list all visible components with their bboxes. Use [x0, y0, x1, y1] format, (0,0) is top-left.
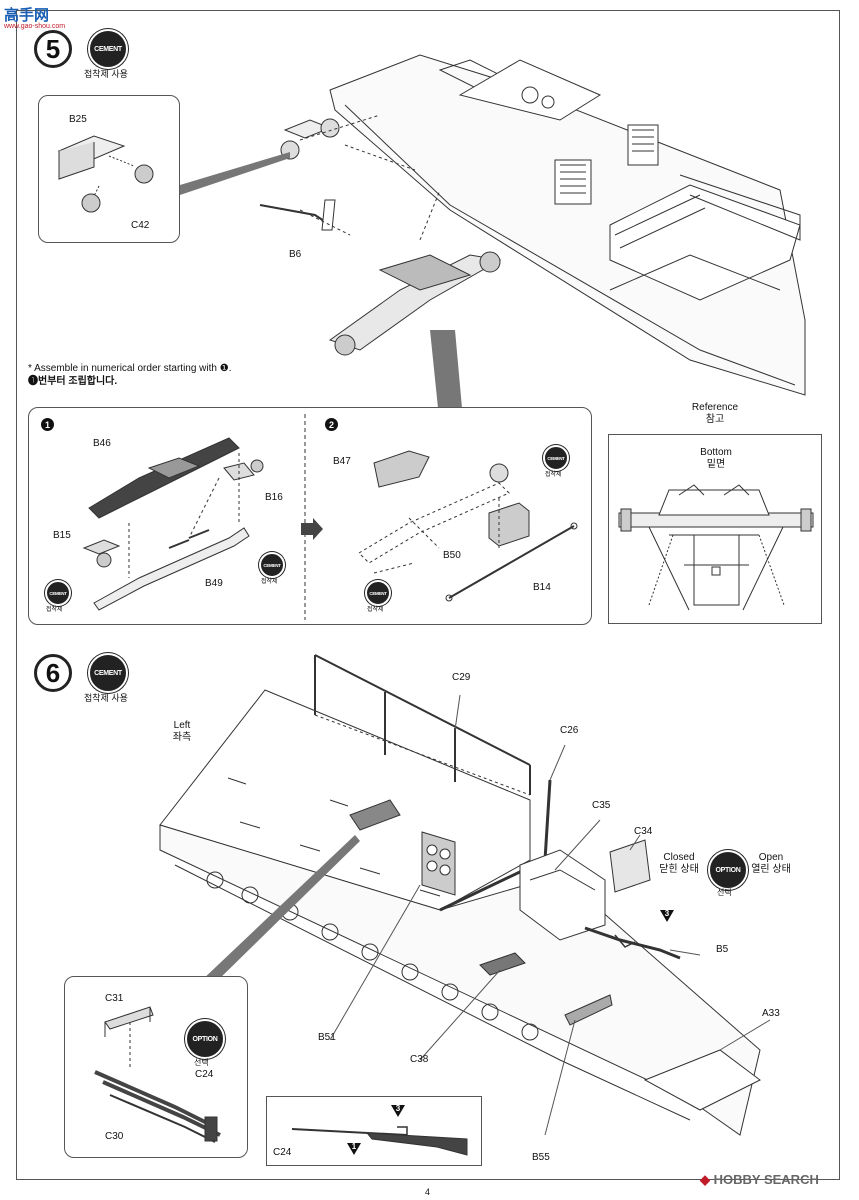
tri1-icon	[347, 1143, 361, 1155]
reference-sub-en: Bottom	[700, 447, 732, 458]
step-arrow-icon	[660, 910, 674, 922]
label-c35: C35	[592, 800, 611, 811]
cement-badge: CEMENT	[88, 29, 128, 69]
reference-box: Bottom 밑면	[608, 434, 822, 624]
left-side-label: Left 좌측	[160, 720, 204, 744]
sub1-number: 1	[41, 418, 54, 431]
rifle-illustration	[291, 1126, 468, 1156]
label-c30: C30	[105, 1131, 124, 1142]
cement-badge: CEMENT	[365, 580, 391, 606]
label-b51: B51	[318, 1032, 336, 1043]
rifle-box: C24 3 1	[266, 1096, 482, 1166]
reference-title: Reference 참고	[660, 402, 770, 426]
label-b47: B47	[333, 456, 351, 467]
label-c29: C29	[452, 672, 471, 683]
left-side-en: Left	[173, 720, 191, 731]
label-c38: C38	[410, 1054, 429, 1065]
cement-ko-label: 접착제	[367, 607, 384, 613]
tri3-number: 3	[395, 1104, 401, 1113]
label-c26: C26	[560, 725, 579, 736]
watermark-bottom-brand: HOBBY SEARCH	[713, 1172, 819, 1187]
step5-detail-box: B25 C42	[38, 95, 180, 243]
leaf-spring-illustration	[82, 414, 578, 620]
label-b5: B5	[716, 944, 729, 955]
option-ko-label: 선택	[717, 888, 732, 897]
cement-badge: CEMENT	[88, 653, 128, 693]
label-c24: C24	[195, 1069, 214, 1080]
watermark-top: 高手网 www.gao-shou.com	[4, 4, 65, 30]
page-border	[16, 10, 840, 1180]
open-en: Open	[758, 852, 784, 863]
step-6-number: 6	[34, 654, 72, 692]
page-number: 4	[425, 1187, 431, 1197]
watermark-brand: 高手网	[4, 7, 50, 24]
step5-subassembly-panel: 1 B46 B16 B15 B49 CEMENT 접착제 CEMENT 접착제 …	[28, 407, 592, 625]
option-badge: OPTION	[185, 1019, 225, 1059]
step-5-cement-note: 접착제 사용	[84, 69, 128, 79]
watermark-bottom: ◆ HOBBY SEARCH	[700, 1172, 819, 1188]
rifle-rack-illustration	[94, 1006, 221, 1143]
label-b50: B50	[443, 550, 461, 561]
cement-badge: CEMENT	[543, 445, 569, 471]
cement-ko-label: 접착제	[261, 579, 278, 585]
step-6-cement-note: 접착제 사용	[84, 693, 128, 703]
watermark-url: www.gao-shou.com	[4, 23, 66, 30]
closed-ko: 닫힌 상태	[659, 864, 699, 875]
label-c34: C34	[634, 826, 653, 837]
reference-title-en: Reference	[691, 402, 739, 413]
closed-label: Closed 닫힌 상태	[654, 852, 704, 876]
label-c42: C42	[131, 220, 150, 231]
tri1-number: 1	[351, 1142, 357, 1151]
step6-detail-box: C31 OPTION 선택 C24 C30	[64, 976, 248, 1158]
cement-ko-label: 접착제	[46, 607, 63, 613]
label-b49: B49	[205, 578, 223, 589]
left-side-ko: 좌측	[172, 732, 192, 743]
step-arrow-number: 3	[664, 909, 670, 918]
open-label: Open 열린 상태	[744, 852, 798, 876]
label-b14: B14	[533, 582, 551, 593]
label-b15: B15	[53, 530, 71, 541]
cement-badge: CEMENT	[45, 580, 71, 606]
option-ko-label: 선택	[194, 1058, 209, 1067]
cement-badge: CEMENT	[259, 552, 285, 578]
reference-sub-ko: 밑면	[706, 459, 726, 470]
hobby-search-logo-icon: ◆	[700, 1172, 710, 1187]
step-5-number: 5	[34, 30, 72, 68]
sub2-number: 2	[325, 418, 338, 431]
label-a33: A33	[762, 1008, 780, 1019]
assembly-note-ko: ❶번부터 조립합니다.	[28, 376, 118, 387]
option-badge: OPTION	[708, 850, 748, 890]
reference-title-ko: 참고	[705, 414, 725, 425]
reference-sub: Bottom 밑면	[661, 447, 771, 471]
assembly-note-en: * Assemble in numerical order starting w…	[28, 363, 232, 374]
label-b25: B25	[69, 114, 87, 125]
label-c24-rifle: C24	[273, 1147, 292, 1158]
label-b46: B46	[93, 438, 111, 449]
label-b55: B55	[532, 1152, 550, 1163]
cement-ko-label: 접착제	[545, 472, 562, 478]
label-c31: C31	[105, 993, 124, 1004]
hull-floor-illustration	[159, 654, 771, 1136]
assembly-note: * Assemble in numerical order starting w…	[28, 362, 232, 388]
bottom-view-illustration	[618, 484, 814, 611]
tri3-icon	[391, 1105, 405, 1117]
label-b16: B16	[265, 492, 283, 503]
closed-en: Closed	[663, 852, 695, 863]
open-ko: 열린 상태	[751, 864, 791, 875]
chassis-illustration	[180, 54, 806, 408]
label-b6: B6	[289, 249, 302, 260]
wheel-hub-parts	[57, 135, 154, 213]
